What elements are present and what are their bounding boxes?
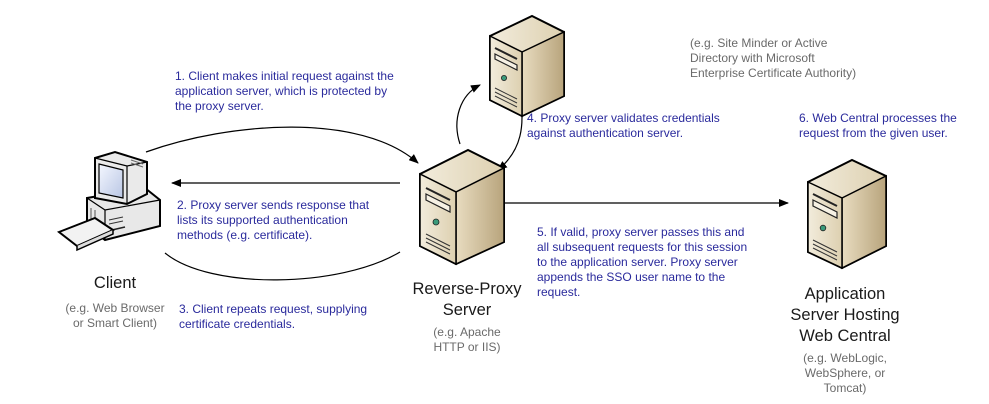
arrow-step-3 (164, 251, 401, 281)
step-6-text: 6. Web Central processes the request fro… (799, 111, 957, 140)
app-server-note: (e.g. WebLogic, WebSphere, or Tomcat) (803, 351, 887, 395)
step-3-text: 3. Client repeats request, supplying cer… (179, 302, 368, 331)
auth-server-note: (e.g. Site Minder or Active Directory wi… (690, 36, 857, 80)
client-note: (e.g. Web Browser or Smart Client) (65, 301, 165, 330)
arrow-step-4-up (456, 84, 481, 145)
server-tower-icon-auth (489, 14, 565, 118)
desktop-computer-icon (56, 150, 161, 252)
proxy-label: Reverse-Proxy Server (412, 280, 522, 319)
step-1-text: 1. Client makes initial request against … (175, 69, 394, 113)
step-4-text: 4. Proxy server validates credentials ag… (527, 111, 720, 140)
server-tower-icon (419, 148, 505, 266)
step-2-text: 2. Proxy server sends response that list… (177, 198, 370, 242)
arrow-step-1 (145, 126, 419, 164)
app-server-label: Application Server Hosting Web Central (790, 285, 900, 345)
client-label: Client (93, 274, 137, 292)
server-tower-icon-app (807, 158, 887, 270)
proxy-note: (e.g. Apache HTTP or IIS) (433, 325, 501, 354)
step-5-text: 5. If valid, proxy server passes this an… (537, 225, 748, 299)
